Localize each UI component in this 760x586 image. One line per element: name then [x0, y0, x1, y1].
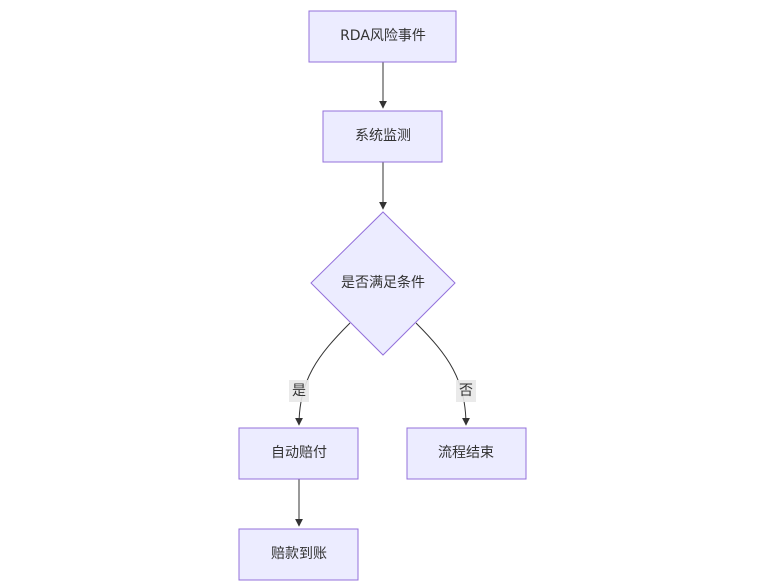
node-decision-condition-label: 是否满足条件	[341, 274, 425, 291]
node-system-monitoring-label: 系统监测	[355, 128, 411, 144]
edge-label-yes: 是	[289, 380, 309, 402]
edge-decision-to-auto-pay	[295, 322, 351, 426]
edge-label-yes-text: 是	[292, 383, 306, 399]
node-rda-risk-event-label: RDA风险事件	[340, 28, 426, 44]
node-auto-payout: 自动赔付	[238, 427, 359, 480]
node-system-monitoring: 系统监测	[322, 110, 443, 163]
node-process-end: 流程结束	[406, 427, 527, 480]
node-payment-received-label: 赔款到账	[271, 546, 327, 562]
node-payment-received: 赔款到账	[238, 528, 359, 581]
edge-decision-to-end	[415, 322, 470, 426]
node-process-end-label: 流程结束	[438, 445, 494, 461]
node-decision-condition: 是否满足条件	[310, 211, 456, 356]
edge-label-no: 否	[456, 380, 476, 402]
node-rda-risk-event: RDA风险事件	[308, 10, 457, 63]
edge-label-no-text: 否	[459, 383, 473, 399]
node-auto-payout-label: 自动赔付	[271, 445, 327, 461]
